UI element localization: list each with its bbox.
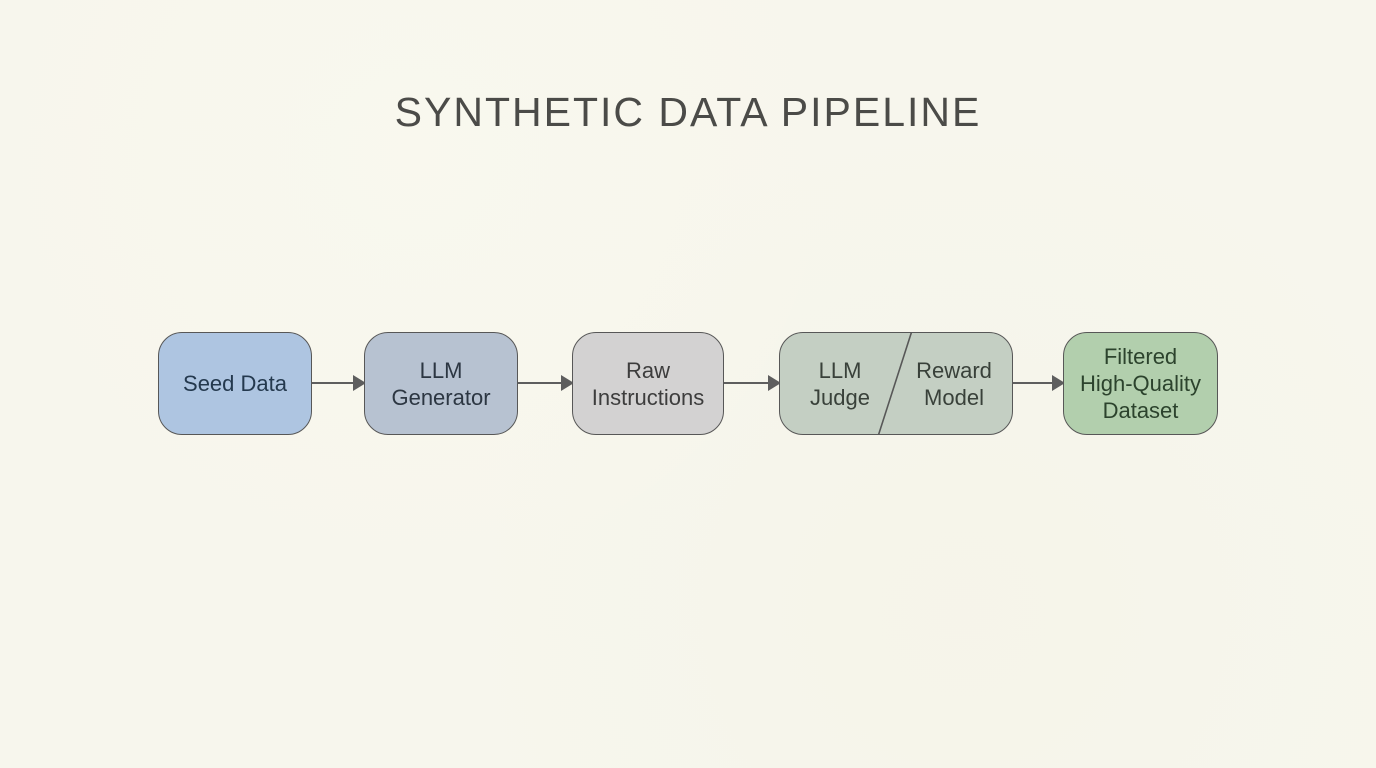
node-label: Seed Data: [183, 371, 287, 396]
diagonal-slash-divider: [877, 333, 913, 434]
node-label: Filtered High-Quality Dataset: [1079, 344, 1202, 423]
diagram-title: SYNTHETIC DATA PIPELINE: [394, 89, 982, 135]
node-label-reward-model: Reward Model: [916, 357, 992, 410]
arrow-head-icon: [561, 375, 574, 391]
pipeline-node-filtered-high-quality-dataset: Filtered High-Quality Dataset: [1063, 332, 1218, 435]
node-label-llm-judge: LLM Judge: [810, 357, 870, 410]
pipeline-node-seed-data: Seed Data: [158, 332, 312, 435]
node-label: Raw Instructions: [591, 357, 705, 410]
arrow-head-icon: [768, 375, 781, 391]
arrow-shaft: [723, 382, 771, 385]
arrow-shaft: [517, 382, 564, 385]
arrow-shaft: [311, 382, 356, 385]
arrow-head-icon: [1052, 375, 1065, 391]
pipeline-node-raw-instructions: Raw Instructions: [572, 332, 724, 435]
flow-arrow-4: [1012, 375, 1065, 391]
flow-arrow-1: [311, 375, 366, 391]
flow-arrow-2: [517, 375, 574, 391]
arrow-head-icon: [353, 375, 366, 391]
arrow-shaft: [1012, 382, 1055, 385]
flow-arrow-3: [723, 375, 781, 391]
pipeline-node-llm-generator: LLM Generator: [364, 332, 518, 435]
node-label: LLM Generator: [391, 357, 491, 410]
pipeline-node-llm-judge-reward-model: LLM Judge Reward Model: [779, 332, 1013, 435]
